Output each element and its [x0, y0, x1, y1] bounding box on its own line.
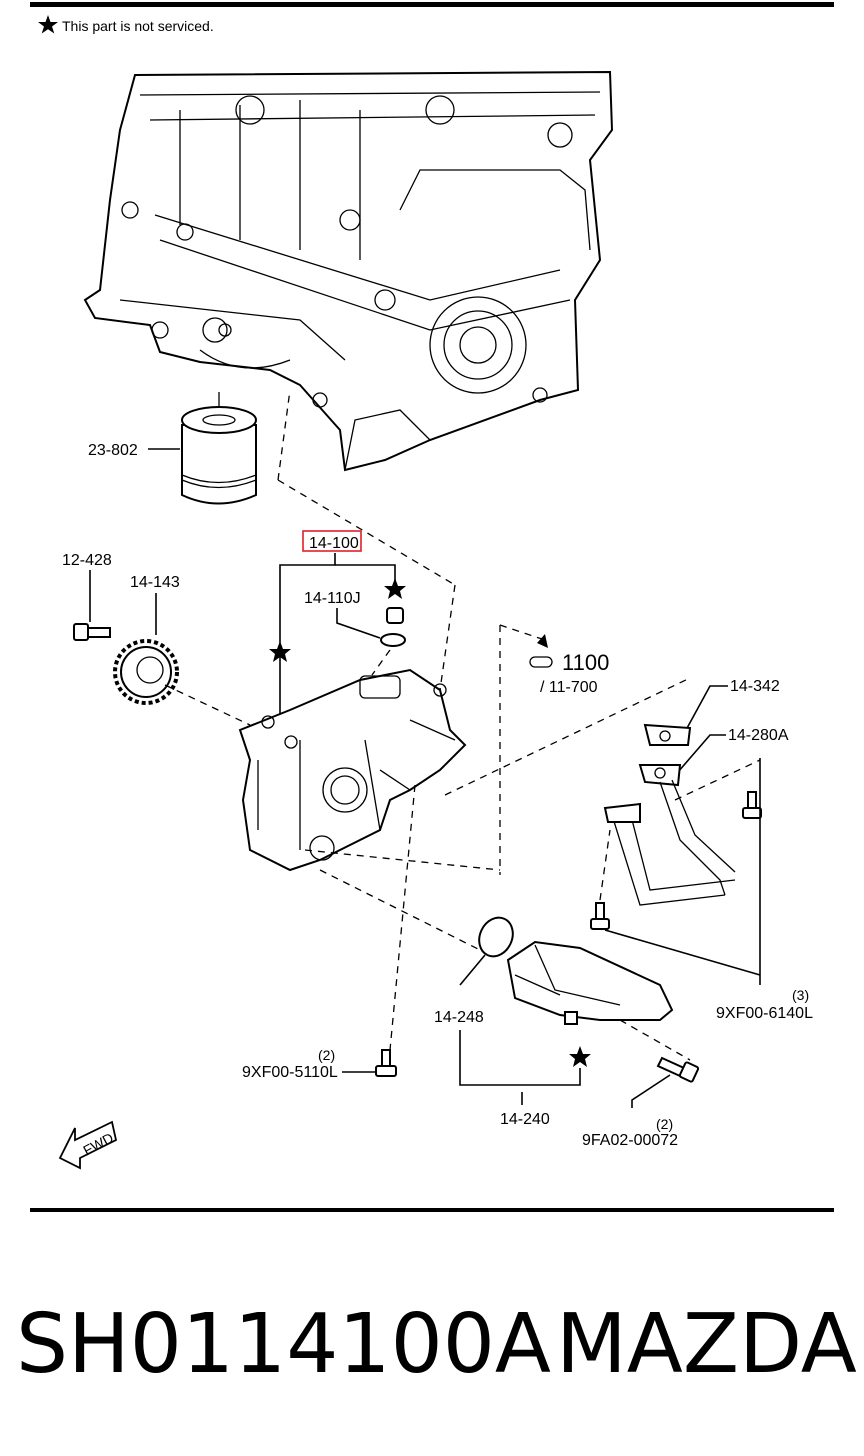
- star-icon: [384, 578, 406, 599]
- label-pipe-gasket: 14-280A: [728, 727, 789, 744]
- star-icon: [269, 641, 291, 662]
- pump-plug-drawing: [380, 607, 406, 647]
- label-bolt-left: 9XF00-5110L: [242, 1064, 338, 1081]
- ref-group-icon: [529, 656, 553, 668]
- header-note-text: This part is not serviced.: [62, 18, 214, 34]
- highlight-box: [302, 530, 362, 552]
- label-sprocket: 14-143: [130, 574, 180, 591]
- part-number-caption: SH0114100A: [16, 1297, 551, 1392]
- sprocket-drawing: [113, 639, 179, 705]
- star-icon: [569, 1046, 591, 1067]
- label-ref-group: 1100: [562, 650, 609, 675]
- bolt-right-drawing: [590, 791, 762, 930]
- star-icon: [38, 15, 58, 34]
- sprocket-bolt-drawing: [73, 623, 111, 641]
- label-ref-subgroup: / 11-700: [540, 679, 598, 696]
- header-note: This part is not serviced.: [38, 15, 214, 34]
- label-o-ring: 14-248: [434, 1009, 484, 1026]
- top-rule: [30, 2, 834, 7]
- label-bolt-bottom-qty: (2): [656, 1116, 673, 1132]
- bolt-left-drawing: [375, 1049, 397, 1077]
- label-strainer: 14-240: [500, 1111, 550, 1128]
- o-ring-drawing: [478, 916, 514, 958]
- bolt-bottom-drawing: [656, 1056, 700, 1083]
- label-pump-sub: 14-110J: [304, 590, 361, 607]
- label-bolt-right-qty: (3): [792, 987, 809, 1003]
- label-sprocket-bolt: 12-428: [62, 552, 112, 569]
- label-oil-pump: 14-100: [309, 535, 359, 552]
- brand-caption: MAZDA: [556, 1297, 857, 1392]
- oil-filter-drawing: [181, 392, 257, 505]
- gasket-drawing: [643, 723, 692, 746]
- oil-pump-drawing: [238, 668, 467, 872]
- oil-pipe-drawing: [603, 764, 736, 906]
- label-bolt-right: 9XF00-6140L: [716, 1005, 813, 1022]
- label-bolt-bottom: 9FA02-00072: [582, 1132, 678, 1149]
- oil-strainer-drawing: [506, 940, 674, 1025]
- bottom-rule: [30, 1208, 834, 1212]
- fwd-arrow-icon: FWD: [58, 1120, 118, 1170]
- label-bolt-left-qty: (2): [318, 1047, 335, 1063]
- engine-block-drawing: [83, 70, 614, 472]
- label-gasket: 14-342: [730, 678, 780, 695]
- arrow-icon: [537, 634, 548, 648]
- label-oil-filter: 23-802: [88, 442, 138, 459]
